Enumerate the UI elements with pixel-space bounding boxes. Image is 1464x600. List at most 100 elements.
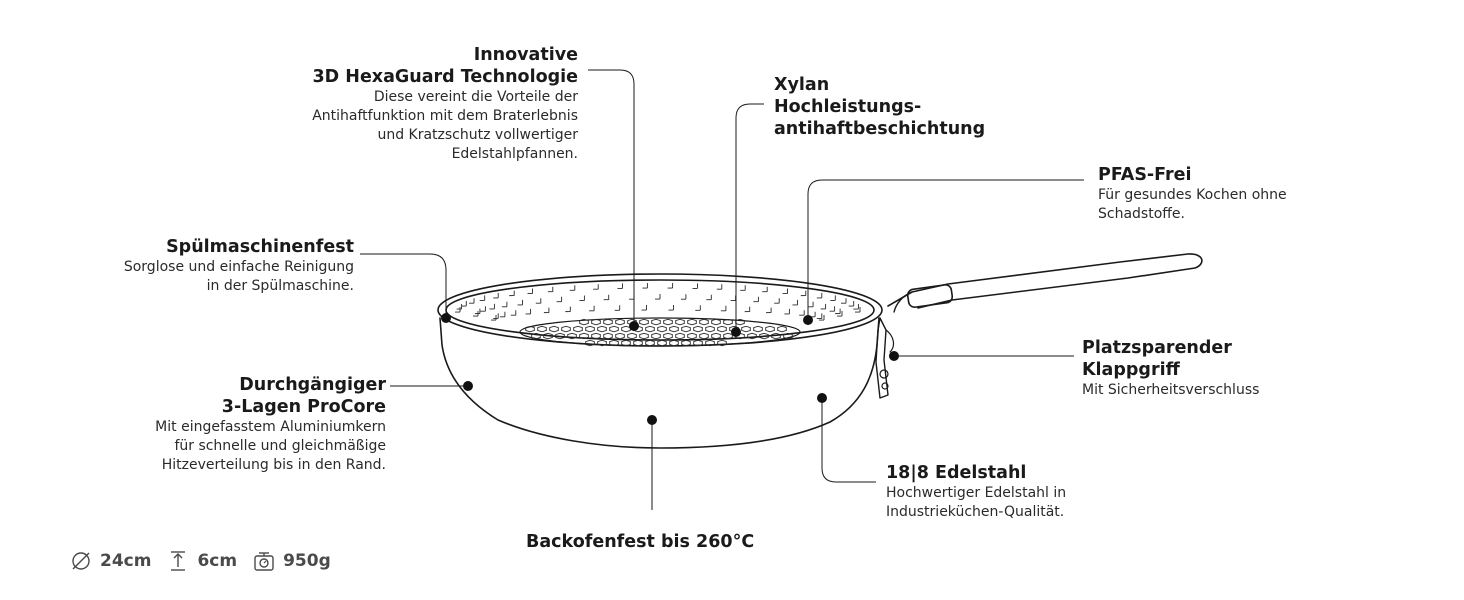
texture-mark: [853, 304, 859, 310]
texture-mark: [668, 305, 674, 311]
texture-hexagon: [687, 332, 697, 340]
callout-xylan: Xylan Hochleistungs- antihaftbeschichtun…: [774, 74, 985, 140]
texture-mark: [510, 310, 517, 316]
texture-mark: [547, 286, 554, 293]
texture-mark: [829, 306, 836, 312]
texture-hexagon: [663, 332, 673, 340]
spec-diameter-value: 24cm: [100, 551, 152, 571]
texture-hexagon: [753, 325, 763, 333]
leader-pfas: [807, 179, 1084, 320]
texture-hexagon: [663, 318, 673, 326]
texture-mark: [517, 299, 523, 306]
texture-hexagon: [681, 325, 691, 333]
texture-mark: [617, 283, 623, 289]
texture-hexagon: [621, 339, 631, 347]
procore-title-2: 3-Lagen ProCore: [221, 397, 386, 417]
leader-hexaguard: [588, 69, 635, 326]
hexaguard-desc-2: Antihaftfunktion mit dem Braterlebnis: [312, 108, 578, 124]
texture-mark: [479, 295, 486, 301]
texture-mark: [490, 315, 497, 321]
diameter-icon: [72, 552, 90, 570]
hexaguard-title-1: Innovative: [473, 45, 578, 65]
texture-mark: [799, 310, 805, 316]
spec-height: 6cm: [167, 550, 237, 572]
texture-hexagon: [537, 325, 547, 333]
texture-mark: [474, 308, 481, 315]
texture-mark: [614, 305, 621, 311]
texture-hexagon: [621, 325, 631, 333]
texture-mark: [454, 307, 461, 313]
callout-dishwasher: Spülmaschinenfest Sorglose und einfache …: [124, 236, 354, 296]
height-icon: [171, 551, 186, 571]
texture-mark: [468, 298, 475, 304]
texture-hexagon: [771, 332, 781, 340]
pfas-desc-1: Für gesundes Kochen ohne: [1098, 187, 1287, 203]
leader-steel: [821, 398, 876, 483]
texture-mark: [706, 294, 712, 301]
texture-mark: [716, 284, 723, 290]
texture-mark: [695, 305, 701, 311]
texture-hexagon: [567, 332, 577, 340]
texture-hexagon: [585, 325, 595, 333]
texture-hexagon: [609, 325, 619, 333]
dot-handle: [889, 351, 899, 361]
pan-inner-bottom: [519, 317, 801, 347]
texture-mark: [753, 296, 759, 303]
texture-mark: [535, 298, 542, 304]
hexaguard-title-2: 3D HexaGuard Technologie: [312, 67, 579, 87]
feature-dots: [441, 313, 899, 425]
texture-hexagon: [543, 332, 553, 340]
texture-mark: [461, 301, 467, 307]
texture-mark: [527, 288, 533, 294]
procore-title-1: Durchgängiger: [239, 375, 386, 395]
texture-hexagon: [681, 339, 691, 347]
texture-hexagon: [699, 332, 709, 340]
handle-arm: [887, 253, 1203, 309]
texture-hexagon: [585, 339, 595, 347]
texture-hexagon: [561, 325, 571, 333]
texture-hexagon: [675, 332, 685, 340]
xylan-title-1: Xylan: [774, 75, 830, 95]
texture-hexagon: [555, 332, 565, 340]
texture-mark: [654, 294, 661, 300]
scale-icon: [254, 552, 274, 571]
pfas-title: PFAS-Frei: [1098, 165, 1192, 185]
texture-mark: [740, 285, 746, 291]
texture-hexagon: [759, 332, 769, 340]
texture-hexagon: [717, 339, 727, 347]
texture-mark: [642, 283, 648, 289]
texture-mark: [774, 298, 780, 304]
texture-hexagon: [711, 318, 721, 326]
texture-mark: [499, 311, 506, 318]
steel-title: 18|8 Edelstahl: [886, 463, 1027, 483]
texture-mark: [493, 313, 499, 319]
texture-mark: [792, 299, 798, 306]
texture-hexagon: [705, 339, 715, 347]
texture-mark: [782, 288, 788, 294]
procore-desc-1: Mit eingefasstem Aluminiumkern: [155, 419, 386, 435]
texture-mark: [762, 286, 768, 293]
texture-mark: [565, 306, 571, 313]
texture-hexagon: [633, 339, 643, 347]
texture-mark: [808, 301, 814, 308]
hexaguard-desc-3: und Kratzschutz vollwertiger: [377, 127, 578, 143]
pan-body-outline: [439, 317, 880, 449]
texture-mark: [509, 290, 515, 297]
texture-hexagon: [651, 318, 661, 326]
texture-mark: [493, 292, 499, 299]
texture-mark: [680, 294, 687, 300]
texture-mark: [818, 315, 825, 321]
texture-mark: [501, 301, 508, 308]
texture-hexagon: [549, 325, 559, 333]
handle-title-1: Platzsparender: [1082, 338, 1232, 358]
xylan-title-3: antihaftbeschichtung: [774, 119, 986, 139]
oven-title: Backofenfest bis 260°C: [526, 532, 755, 552]
procore-desc-3: Hitzeverteilung bis in den Rand.: [161, 457, 386, 473]
hexaguard-texture: [454, 283, 861, 347]
spec-diameter: 24cm: [70, 550, 151, 572]
texture-mark: [525, 308, 532, 315]
texture-mark: [603, 294, 610, 301]
texture-hexagon: [525, 325, 535, 333]
texture-mark: [593, 284, 599, 290]
